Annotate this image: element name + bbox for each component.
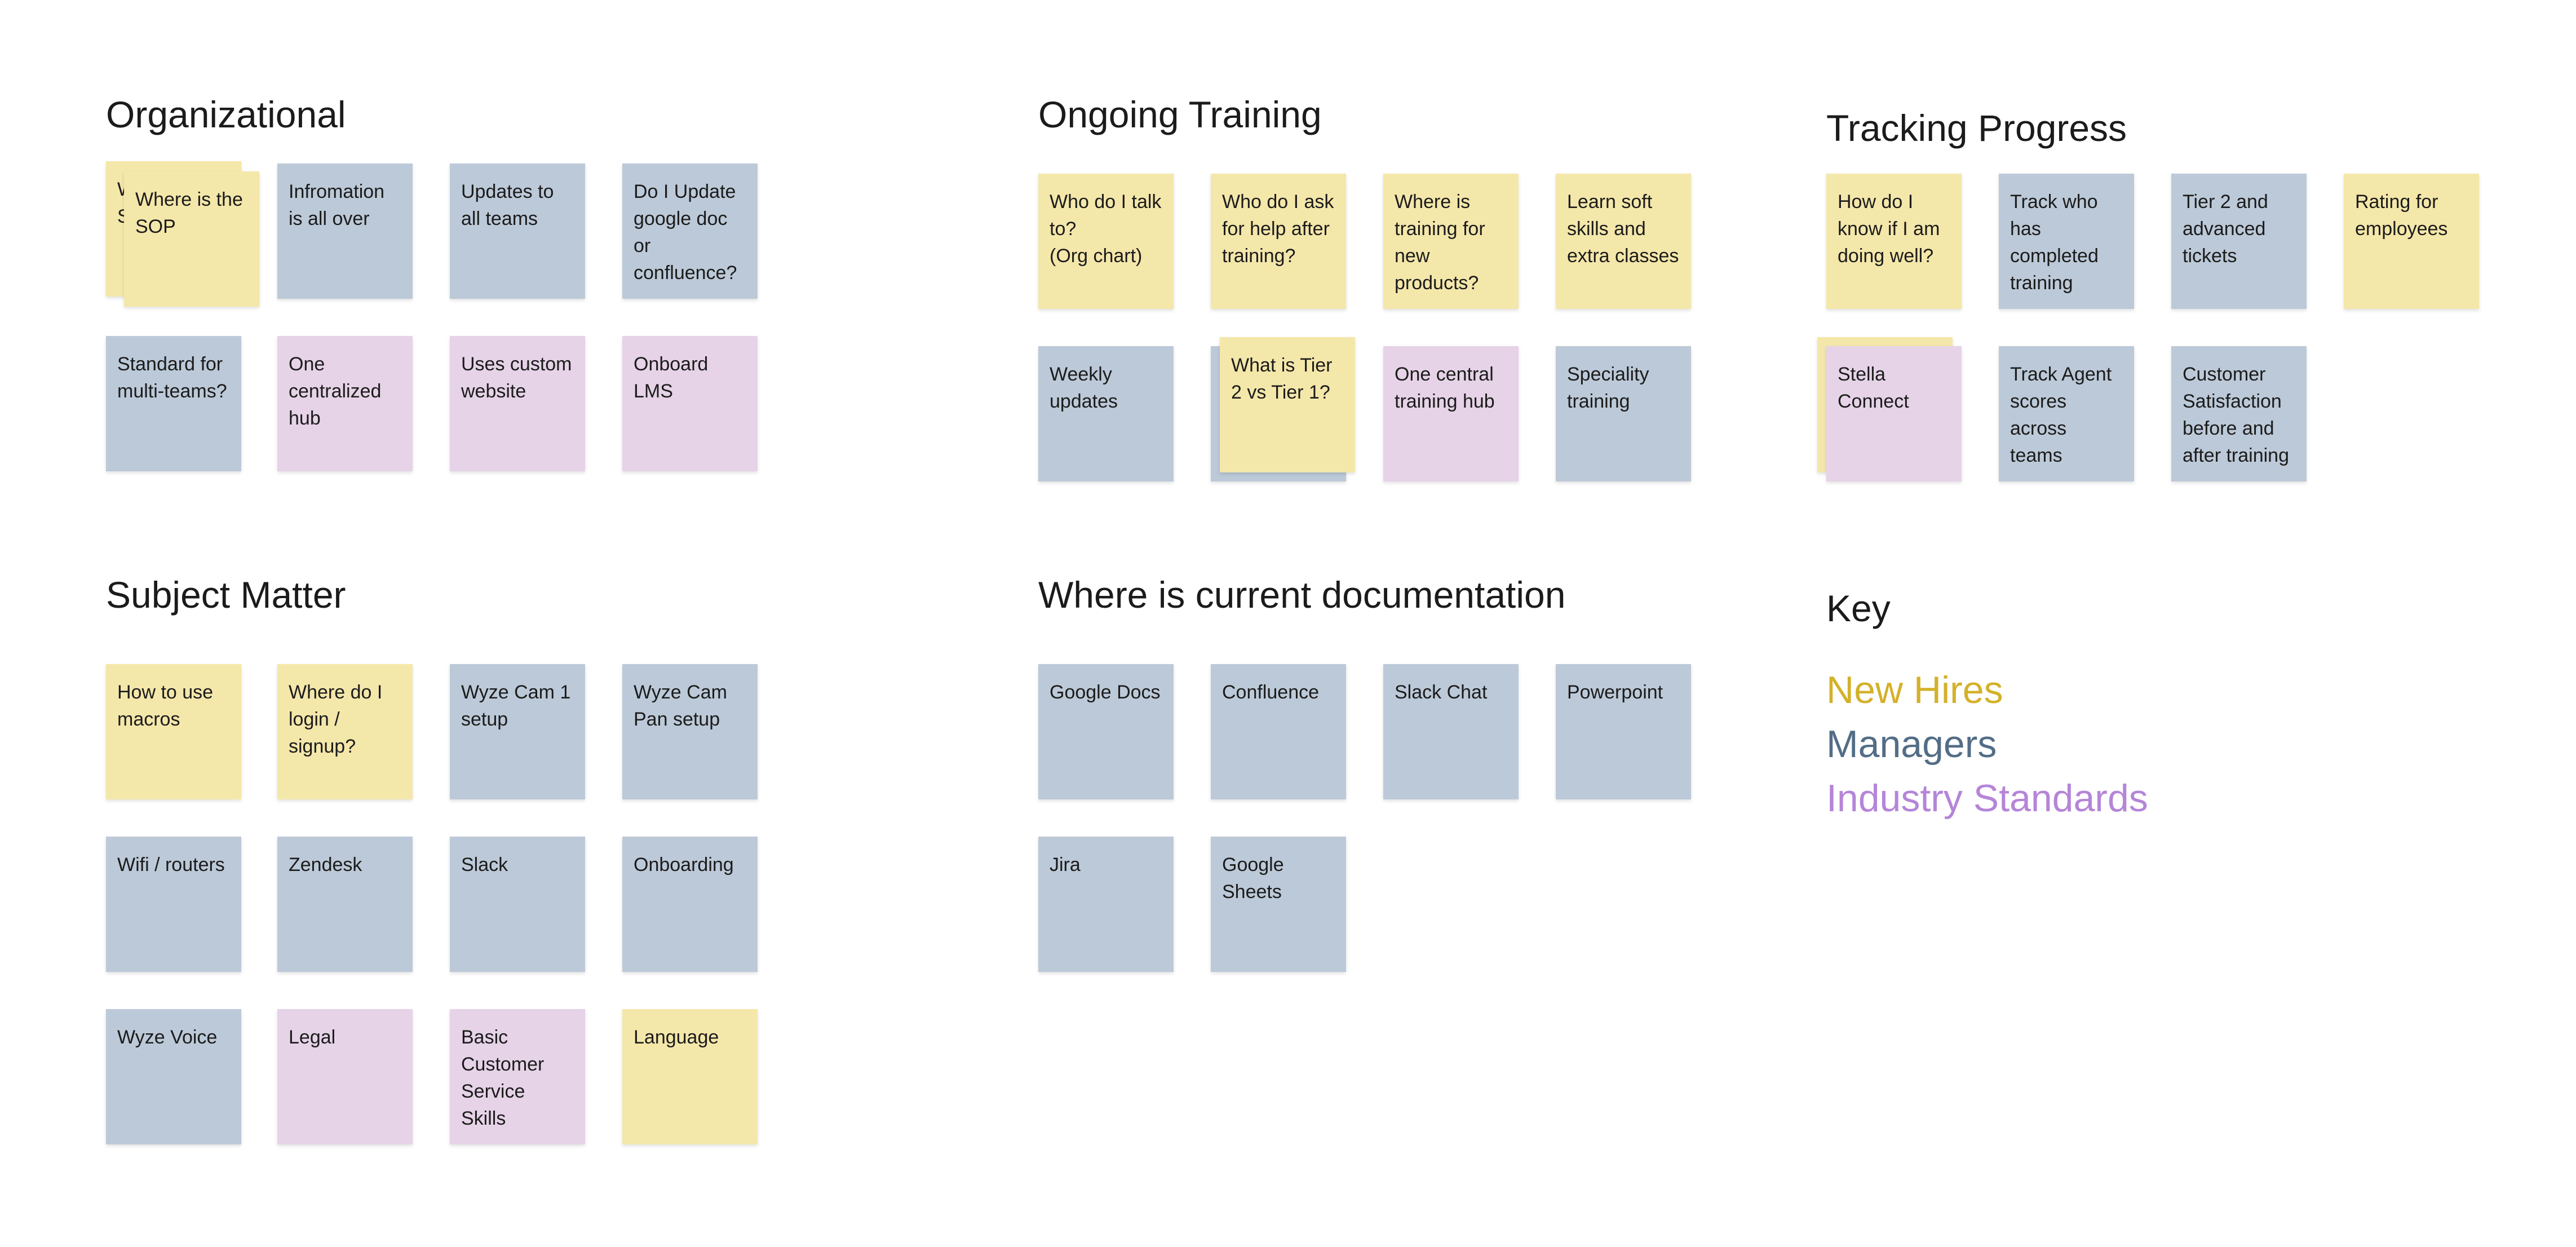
sticky-note[interactable]: Powerpoint bbox=[1556, 664, 1691, 799]
sticky-note[interactable]: Track Agent scores across teams bbox=[1999, 346, 2134, 481]
sticky-note[interactable]: Stella Connect bbox=[1826, 346, 1962, 481]
sticky-note[interactable]: Language bbox=[622, 1009, 758, 1144]
sticky-note[interactable]: Learn soft skills and extra classes bbox=[1556, 174, 1691, 309]
sticky-note[interactable]: Google Sheets bbox=[1211, 837, 1346, 972]
section-title: Subject Matter bbox=[106, 574, 346, 616]
sticky-note[interactable]: Zendesk bbox=[277, 837, 413, 972]
sticky-note[interactable]: Wyze Cam Pan setup bbox=[622, 664, 758, 799]
section-title: Where is current documentation bbox=[1038, 574, 1566, 616]
legend-title: Key bbox=[1826, 587, 1891, 629]
sticky-note[interactable]: Customer Satisfaction before and after t… bbox=[2171, 346, 2307, 481]
sticky-note[interactable]: How to use macros bbox=[106, 664, 241, 799]
sticky-note[interactable]: What is Tier 2 vs Tier 1? bbox=[1220, 337, 1355, 472]
sticky-note[interactable]: Where do I login / signup? bbox=[277, 664, 413, 799]
sticky-note[interactable]: Updates to all teams bbox=[450, 163, 585, 299]
sticky-note[interactable]: Who do I ask for help after training? bbox=[1211, 174, 1346, 309]
section-title: Organizational bbox=[106, 94, 346, 135]
sticky-note[interactable]: Onboarding bbox=[622, 837, 758, 972]
sticky-note[interactable]: Who do I talk to? (Org chart) bbox=[1038, 174, 1174, 309]
sticky-note[interactable]: One central training hub bbox=[1383, 346, 1519, 481]
sticky-note[interactable]: Slack bbox=[450, 837, 585, 972]
sticky-note[interactable]: Wyze Voice bbox=[106, 1009, 241, 1144]
sticky-note[interactable]: Weekly updates bbox=[1038, 346, 1174, 481]
sticky-note[interactable]: Infromation is all over bbox=[277, 163, 413, 299]
sticky-note[interactable]: Confluence bbox=[1211, 664, 1346, 799]
sticky-note[interactable]: Wifi / routers bbox=[106, 837, 241, 972]
sticky-note[interactable]: Standard for multi-teams? bbox=[106, 336, 241, 471]
sticky-note[interactable]: One centralized hub bbox=[277, 336, 413, 471]
sticky-note[interactable]: Where is the SOP bbox=[124, 171, 259, 307]
legend-item-industry-standards: Industry Standards bbox=[1826, 777, 2148, 820]
section-title: Ongoing Training bbox=[1038, 94, 1322, 135]
sticky-note[interactable]: Tier 2 and advanced tickets bbox=[2171, 174, 2307, 309]
section-title: Tracking Progress bbox=[1826, 107, 2127, 149]
sticky-note[interactable]: Track who has completed training bbox=[1999, 174, 2134, 309]
sticky-note[interactable]: Where is training for new products? bbox=[1383, 174, 1519, 309]
sticky-note[interactable]: Legal bbox=[277, 1009, 413, 1144]
sticky-note[interactable]: Basic Customer Service Skills bbox=[450, 1009, 585, 1144]
legend-item-new-hires: New Hires bbox=[1826, 669, 2003, 711]
sticky-note[interactable]: Rating for employees bbox=[2344, 174, 2479, 309]
legend-item-managers: Managers bbox=[1826, 723, 1997, 766]
sticky-note[interactable]: Onboard LMS bbox=[622, 336, 758, 471]
sticky-note[interactable]: Wyze Cam 1 setup bbox=[450, 664, 585, 799]
sticky-note[interactable]: Speciality training bbox=[1556, 346, 1691, 481]
sticky-note[interactable]: Google Docs bbox=[1038, 664, 1174, 799]
sticky-note[interactable]: Slack Chat bbox=[1383, 664, 1519, 799]
sticky-note[interactable]: How do I know if I am doing well? bbox=[1826, 174, 1962, 309]
sticky-note[interactable]: Uses custom website bbox=[450, 336, 585, 471]
sticky-note[interactable]: Do I Update google doc or confluence? bbox=[622, 163, 758, 299]
sticky-note[interactable]: Jira bbox=[1038, 837, 1174, 972]
